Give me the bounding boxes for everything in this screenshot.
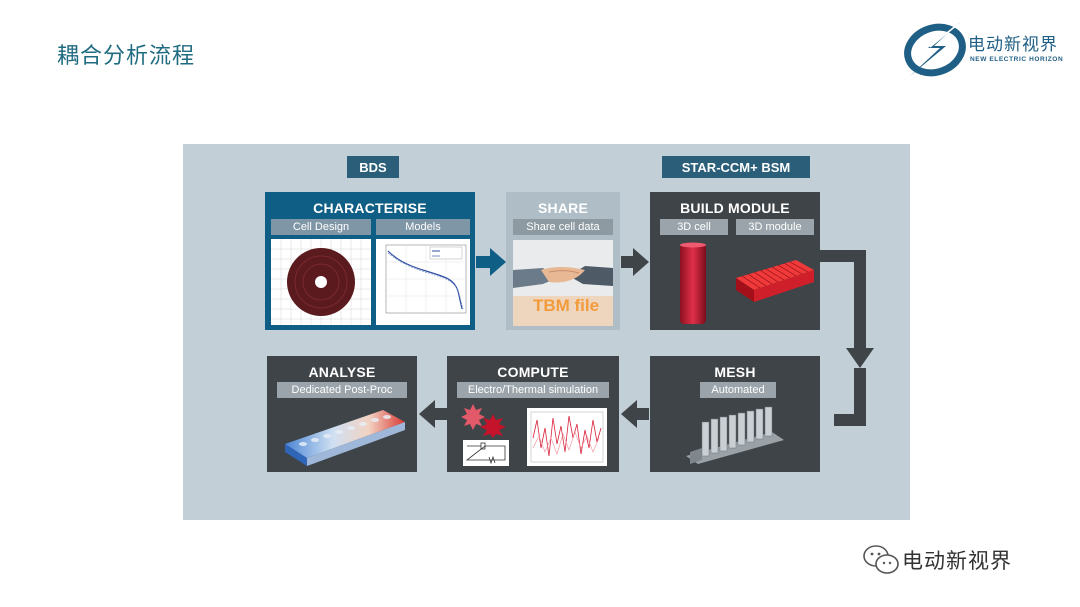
handshake-image xyxy=(513,240,613,326)
watermark-text: 电动新视界 xyxy=(902,549,1012,573)
wechat-icon xyxy=(863,545,899,574)
circuit-diagram-thumbnail xyxy=(463,440,509,466)
gear-icon xyxy=(461,404,506,438)
post-proc-label: Dedicated Post-Proc xyxy=(277,382,407,398)
share-cell-data-label: Share cell data xyxy=(513,219,613,235)
brand-name-cn: 电动新视界 xyxy=(968,35,1058,55)
star-ccm-tag: STAR-CCM+ BSM xyxy=(662,156,810,178)
mesh-title: MESH xyxy=(714,364,756,380)
analyse-title: ANALYSE xyxy=(308,364,376,380)
bds-tag: BDS xyxy=(347,156,399,178)
arrow-mesh-to-compute xyxy=(621,400,649,428)
simulation-plot-thumbnail xyxy=(527,408,607,466)
models-label: Models xyxy=(376,219,470,235)
cell-design-thumbnail xyxy=(271,239,371,325)
3d-cell-image xyxy=(680,242,706,324)
build-module-title: BUILD MODULE xyxy=(680,200,790,216)
compute-step: COMPUTE Electro/Thermal simulation xyxy=(447,356,619,472)
characterise-step: CHARACTERISE Cell Design Models xyxy=(265,192,475,330)
arrow-share-to-build xyxy=(621,248,649,276)
arrow-build-to-mesh xyxy=(820,250,874,426)
share-title: SHARE xyxy=(537,200,588,216)
build-module-step: BUILD MODULE 3D cell 3D module xyxy=(650,192,820,330)
electro-thermal-label: Electro/Thermal simulation xyxy=(457,382,609,398)
automated-label: Automated xyxy=(700,382,776,398)
brand-logo-icon xyxy=(904,22,966,77)
workflow-diagram: BDS STAR-CCM+ BSM CHARACTERISE Cell Desi… xyxy=(183,144,910,520)
arrow-characterise-to-share xyxy=(476,248,506,276)
share-step: SHARE Share cell data TBM file xyxy=(506,192,620,330)
3d-module-image xyxy=(736,260,814,302)
analyse-step: ANALYSE Dedicated Post-Proc xyxy=(267,356,417,472)
3d-module-label: 3D module xyxy=(736,219,814,235)
characterise-title: CHARACTERISE xyxy=(313,200,427,216)
analysis-result-image xyxy=(285,410,405,466)
models-chart-thumbnail xyxy=(376,239,470,325)
mesh-module-image xyxy=(686,406,784,464)
compute-title: COMPUTE xyxy=(497,364,569,380)
page-title: 耦合分析流程 xyxy=(57,44,196,69)
mesh-step: MESH Automated xyxy=(650,356,820,472)
cell-design-label: Cell Design xyxy=(271,219,371,235)
brand-name-en: NEW ELECTRIC HORIZON xyxy=(970,56,1064,63)
tbm-file-label: TBM file xyxy=(532,296,600,315)
arrow-compute-to-analyse xyxy=(419,400,447,428)
3d-cell-label: 3D cell xyxy=(660,219,728,235)
